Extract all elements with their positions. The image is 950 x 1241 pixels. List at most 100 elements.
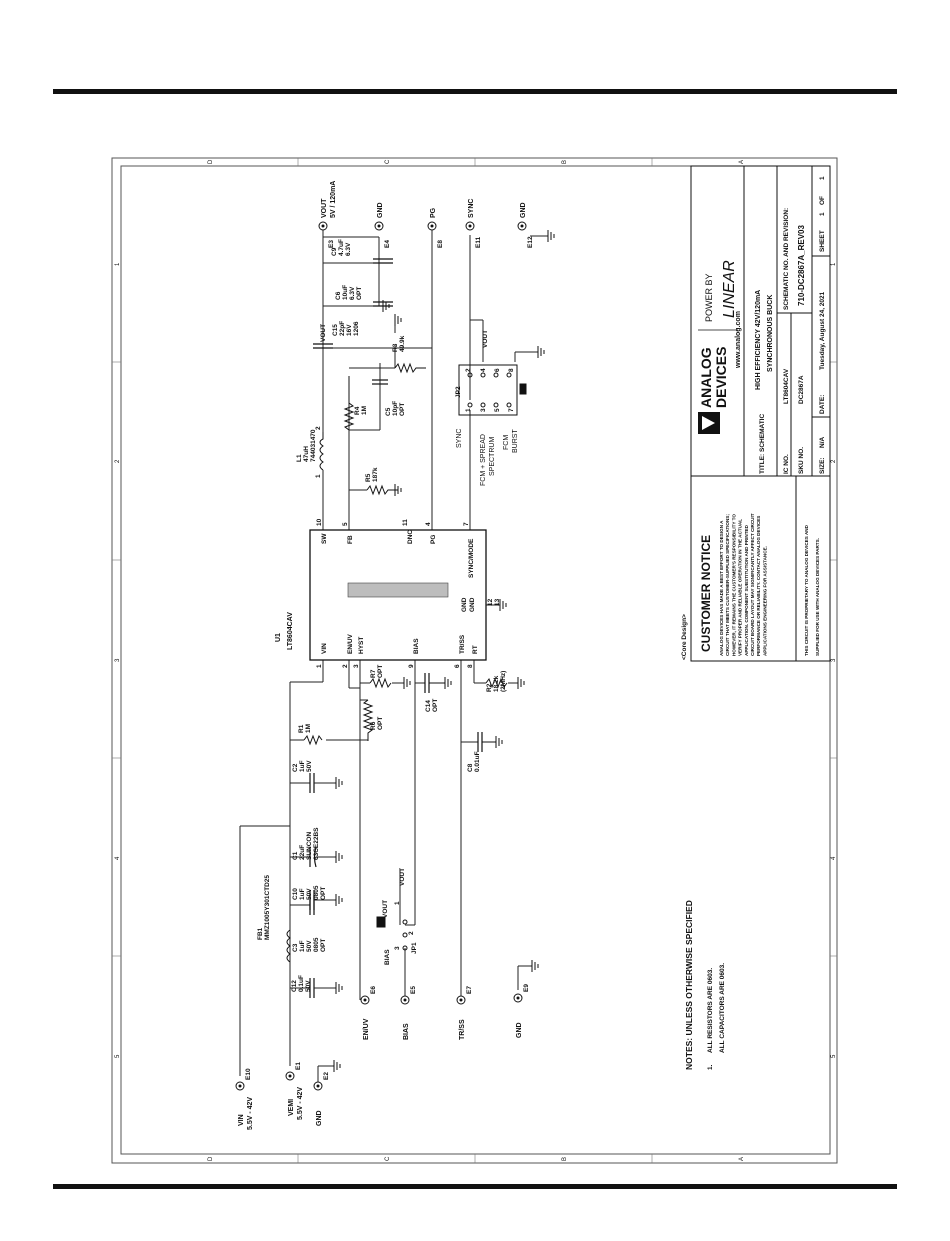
ground-symbol xyxy=(335,851,343,863)
zone-bottom-c: C xyxy=(385,1156,391,1161)
zone-right-1: 1 xyxy=(831,262,837,266)
terminal-dot-e3 xyxy=(321,224,325,228)
terminal-sub-e3: 5V / 120mA xyxy=(330,181,337,218)
inductor-l1 xyxy=(319,432,324,471)
note-2: ALL CAPACITORS ARE 0603. xyxy=(719,963,726,1053)
c15-label-0: C15 xyxy=(332,324,339,336)
terminal-dot-e10 xyxy=(238,1084,242,1088)
title-line-1: HIGH EFFICIENCY 42V/120mA xyxy=(755,290,762,390)
r3-label-0: R3 xyxy=(392,343,399,352)
terminal-label-e9: GND xyxy=(516,1022,523,1038)
terminal-dot-e12 xyxy=(520,224,524,228)
ic-ref: U1 xyxy=(275,633,282,642)
c3-label-2: 50V xyxy=(306,940,313,952)
logo-power-by: POWER BY xyxy=(704,273,714,322)
ground-symbol xyxy=(335,982,343,994)
r2-label-2: (2MHz) xyxy=(500,671,507,692)
title-line-2: SYNCHRONOUS BUCK xyxy=(767,295,774,372)
c3-label-0: C3 xyxy=(292,943,299,952)
jp1-vout2: VOUT xyxy=(399,868,406,886)
jp2-pin4: 4 xyxy=(480,368,487,372)
terminal-sub-e10: 5.5V - 42V xyxy=(247,1097,254,1130)
linear-logo: POWER BY LINEAR xyxy=(698,260,738,331)
c15-label-1: 22pF xyxy=(339,321,346,336)
zone-left-1: 1 xyxy=(115,262,121,266)
capacitor-c14 xyxy=(424,673,445,693)
ground-symbol xyxy=(499,599,507,611)
title-block xyxy=(690,165,831,662)
terminal-id-e1: E1 xyxy=(295,1062,302,1070)
resistor-r1 xyxy=(303,734,323,746)
zone-top-b: B xyxy=(562,160,568,164)
c8-label-0: C8 xyxy=(467,763,474,772)
c8-label-1: 0.01uF xyxy=(474,751,481,772)
terminal-dot-e4 xyxy=(377,224,381,228)
l1-pin1: 1 xyxy=(315,474,322,478)
jp2-label-sync: SYNC xyxy=(456,429,463,448)
sheet-value: 1 xyxy=(819,212,826,216)
r7-label-0: R7 xyxy=(370,669,377,678)
sheet-total: 1 xyxy=(819,176,826,180)
c10-label-2: 50V xyxy=(306,888,313,900)
terminal-dot-e5 xyxy=(403,998,407,1002)
r6-label-1: OPT xyxy=(377,717,384,730)
terminal-id-e10: E10 xyxy=(245,1068,252,1080)
jp2-pin6: 6 xyxy=(494,368,501,372)
zone-top-a: A xyxy=(739,160,745,164)
zone-left-5: 5 xyxy=(115,1054,121,1058)
terminal-id-e8: E8 xyxy=(437,240,444,248)
net-vout-top: VOUT xyxy=(320,324,327,342)
ic-pin-num-1: 1 xyxy=(316,664,323,668)
jp2-pin1: 1 xyxy=(465,408,472,412)
c9-label-2: 6.3V xyxy=(345,242,352,256)
ic-pin-num-2: 2 xyxy=(342,664,349,668)
r1-label-1: 1M xyxy=(305,724,312,733)
terminal-id-e11: E11 xyxy=(475,236,482,248)
jp2-label-burst: BURST xyxy=(512,429,519,453)
ground-symbol xyxy=(495,736,503,748)
logo-linear: LINEAR xyxy=(721,260,738,318)
c9-label-1: 4.7uF xyxy=(338,239,345,256)
c14-label-1: OPT xyxy=(432,699,439,712)
terminal-sub-e1: 5.5V - 42V xyxy=(297,1087,304,1120)
jp1-pin3: 3 xyxy=(394,946,401,950)
customer-notice-line-5: APPLICATION. COMPONENT SUBSTITUTION AND … xyxy=(744,524,749,656)
zone-bottom-a: A xyxy=(739,1157,745,1161)
ic-gnd-num-a: 12 xyxy=(487,598,494,606)
resistor-r3 xyxy=(394,362,426,374)
terminal-dot-e1 xyxy=(288,1074,292,1078)
c10-label-3: 0805 xyxy=(313,885,320,900)
size-value: N/A xyxy=(819,437,826,449)
ic-pin-name-enuv: EN/UV xyxy=(347,633,354,654)
title-label: TITLE: SCHEMATIC xyxy=(759,414,766,474)
terminal-dot-e8 xyxy=(430,224,434,228)
ic-pin-num-10: 10 xyxy=(316,518,323,526)
capacitor-c8 xyxy=(477,732,496,752)
c15-label-3: 1206 xyxy=(353,321,360,336)
sheet-of: OF xyxy=(819,196,826,205)
ic-pin-name-rt: RT xyxy=(472,645,479,654)
c12-label-2: 50V xyxy=(305,980,312,992)
terminal-label-e3: VOUT xyxy=(321,198,328,218)
zone-bottom-d: D xyxy=(208,1156,214,1161)
resistor-r5 xyxy=(366,484,398,496)
c3-label-4: OPT xyxy=(320,939,327,952)
terminal-id-e7: E7 xyxy=(466,986,473,994)
jp2-pin5: 5 xyxy=(494,408,501,412)
c2-label-2: 50V xyxy=(306,760,313,772)
terminal-label-e5: BIAS xyxy=(403,1023,410,1040)
ground-symbol xyxy=(335,894,343,906)
c3-label-1: 1uF xyxy=(299,940,306,952)
ic-pin-name-bias: BIAS xyxy=(413,638,420,654)
size-label: SIZE: xyxy=(819,457,826,474)
terminal-dot-e7 xyxy=(459,998,463,1002)
r4-label-1: 1M xyxy=(361,406,368,415)
zone-left-4: 4 xyxy=(115,856,121,860)
r1-label-0: R1 xyxy=(298,724,305,733)
zone-top-d: D xyxy=(208,159,214,164)
customer-notice-title: CUSTOMER NOTICE xyxy=(699,535,713,652)
r5-label-0: R5 xyxy=(365,473,372,482)
terminal-label-e4: GND xyxy=(377,202,384,218)
zone-right-2: 2 xyxy=(831,459,837,463)
